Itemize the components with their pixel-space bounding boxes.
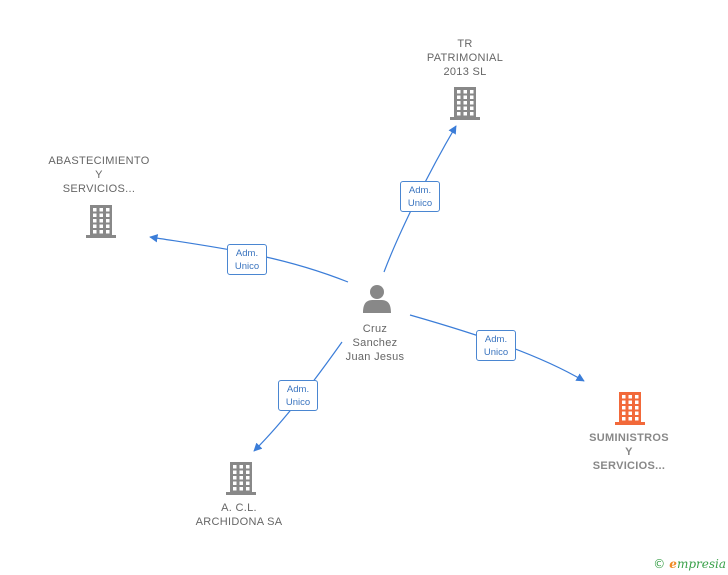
node-label-sumin[interactable]: SUMINISTROS Y SERVICIOS...: [569, 431, 689, 473]
node-label-line: Y: [95, 169, 103, 181]
node-label-line: TR: [457, 38, 473, 50]
node-label-acl[interactable]: A. C.L. ARCHIDONA SA: [179, 501, 299, 529]
edge-label-tr[interactable]: Adm. Unico: [400, 181, 440, 212]
copyright-symbol: ©: [653, 557, 666, 571]
building-icon[interactable]: [615, 392, 645, 425]
edge-label-text: Unico: [483, 347, 509, 358]
edge-label-text: Unico: [234, 261, 260, 272]
person-icon[interactable]: [363, 285, 391, 313]
node-label-line: SERVICIOS...: [592, 460, 666, 472]
edge-label-text: Adm.: [408, 185, 432, 196]
brand-name: mpresia: [676, 557, 726, 571]
node-label-line: Cruz: [362, 323, 388, 335]
brand-initial: e: [669, 557, 677, 571]
node-label-line: SERVICIOS...: [62, 183, 136, 195]
node-label-line: PATRIMONIAL: [426, 52, 504, 64]
building-icon[interactable]: [86, 205, 116, 238]
node-label-line: A. C.L.: [221, 502, 257, 514]
edge-label-text: Unico: [407, 198, 433, 209]
node-label-abast[interactable]: ABASTECIMIENTO Y SERVICIOS...: [34, 154, 164, 196]
node-label-tr[interactable]: TR PATRIMONIAL 2013 SL: [410, 37, 520, 79]
node-label-line: SUMINISTROS: [589, 432, 669, 444]
empresia-credit: ©empresia: [653, 557, 726, 571]
node-label-line: ARCHIDONA SA: [195, 516, 283, 528]
edge-label-text: Adm.: [286, 384, 310, 395]
edge-label-acl[interactable]: Adm. Unico: [278, 380, 318, 411]
node-label-line: Juan Jesus: [345, 351, 405, 363]
edge-label-sumin[interactable]: Adm. Unico: [476, 330, 516, 361]
edge-label-text: Adm.: [484, 334, 508, 345]
node-label-line: Sanchez: [352, 337, 398, 349]
building-icon[interactable]: [226, 462, 256, 495]
building-icon[interactable]: [450, 87, 480, 120]
edge-label-abast[interactable]: Adm. Unico: [227, 244, 267, 275]
edge-label-text: Adm.: [235, 248, 259, 259]
node-label-line: ABASTECIMIENTO: [48, 155, 150, 167]
node-label-line: 2013 SL: [443, 66, 487, 78]
node-label-line: Y: [625, 446, 633, 458]
edge-label-text: Unico: [285, 397, 311, 408]
